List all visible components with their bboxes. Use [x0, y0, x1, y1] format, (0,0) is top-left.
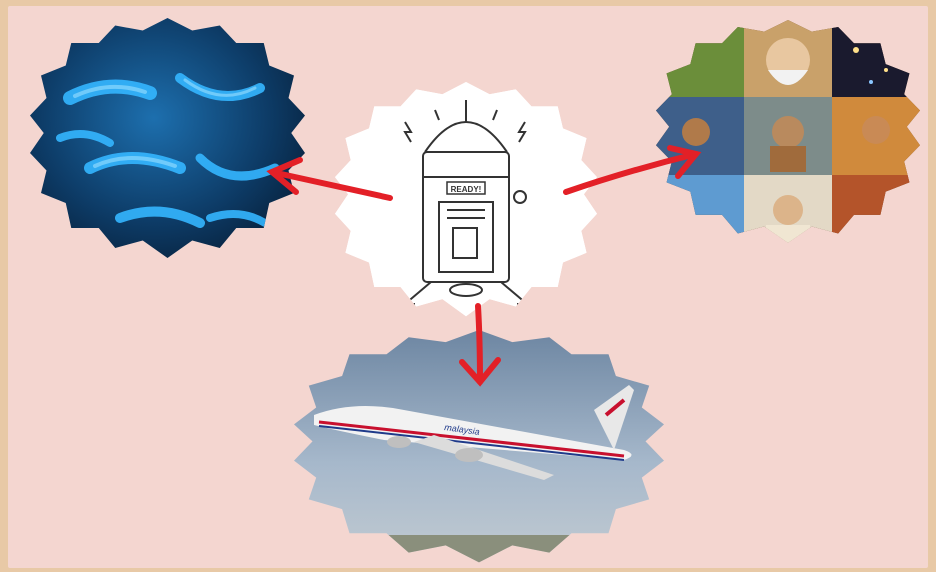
ready-label: READY!: [451, 185, 482, 194]
